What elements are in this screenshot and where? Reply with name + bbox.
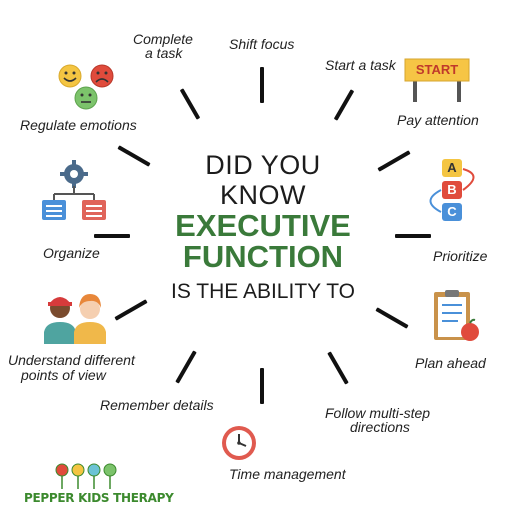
brand-logo-icon [55,463,117,489]
start-sign-icon: START [403,58,471,102]
priority-letter-a: A [447,160,457,175]
ray-plan-ahead [375,307,409,329]
headline-know: KNOW [220,180,306,210]
ray-follow [327,351,349,385]
label-understand-2: points of view [21,367,106,383]
ray-remember [175,350,197,384]
label-organize: Organize [43,245,100,261]
ray-start-task [333,89,355,121]
start-sign-text: START [415,62,459,77]
label-remember: Remember details [100,397,214,413]
label-time: Time management [229,466,346,482]
priority-letter-b: B [447,182,457,197]
label-pay-attention: Pay attention [397,112,479,128]
headline-executive: EXECUTIVE [175,208,351,243]
label-follow-2: directions [350,419,410,435]
ray-shift-focus [260,67,264,103]
label-start-task: Start a task [325,57,396,73]
label-shift-focus: Shift focus [229,36,295,52]
label-understand-1: Understand different [8,352,135,368]
ray-time [260,368,264,404]
label-complete-task-2: a task [145,45,183,61]
label-plan-ahead: Plan ahead [415,355,486,371]
brand-name: PEPPER KIDS THERAPY [24,491,174,505]
ray-complete-task [179,88,201,120]
organize-icon [42,160,106,220]
priority-letter-c: C [447,204,457,219]
headline-ability: IS THE ABILITY TO [170,280,356,303]
clock-icon [222,426,256,460]
label-follow-1: Follow multi-step [325,405,431,421]
prioritize-abc-icon: A B C [416,157,488,225]
label-prioritize: Prioritize [433,248,488,264]
label-regulate: Regulate emotions [20,117,137,133]
emotions-icon [58,64,114,110]
label-complete-task-1: Complete [133,31,193,47]
headline-did-you: DID YOU [205,150,321,180]
headline-function: FUNCTION [182,239,344,274]
ray-prioritize [395,234,431,238]
ray-organize [94,234,130,238]
clipboard-icon [434,290,479,341]
people-icon [44,294,106,344]
